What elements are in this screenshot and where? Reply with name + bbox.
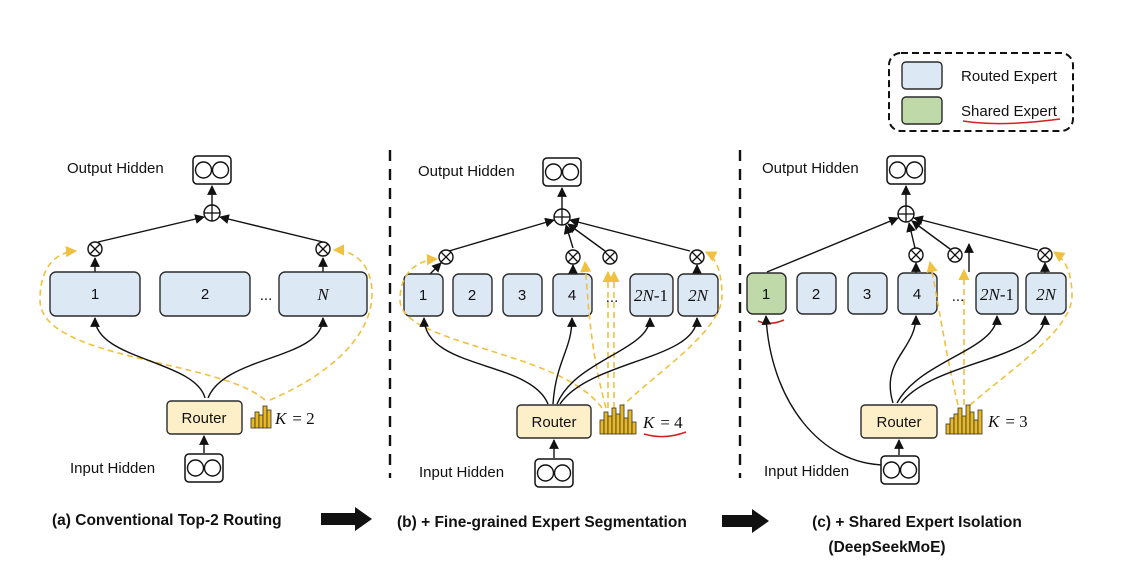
sum-operator-icon bbox=[897, 205, 915, 223]
expert-box bbox=[452, 273, 493, 317]
router-label: Router bbox=[531, 414, 576, 431]
expert-label: 4 bbox=[913, 286, 921, 303]
expert-box bbox=[629, 273, 674, 317]
expert-box bbox=[278, 271, 368, 317]
router-box bbox=[860, 404, 938, 439]
input-hidden-label: Input Hidden bbox=[70, 460, 155, 477]
gate-multiply-icon bbox=[87, 241, 103, 257]
ellipsis: ... bbox=[952, 288, 965, 305]
expert-label: 1 bbox=[91, 286, 99, 303]
caption-c-line1: (c) + Shared Expert Isolation bbox=[812, 514, 1022, 531]
expert-label: 3 bbox=[518, 287, 526, 304]
sum-operator-icon bbox=[203, 204, 221, 222]
shared-expert-box bbox=[746, 272, 787, 315]
k-value: K= 2 bbox=[274, 409, 315, 428]
expert-label: 2N-1 bbox=[980, 285, 1014, 304]
score-bars-icon bbox=[250, 405, 272, 429]
expert-box bbox=[847, 272, 888, 315]
router-label: Router bbox=[181, 410, 226, 427]
flow-arrow-icon bbox=[722, 509, 769, 533]
k-value: K= 3 bbox=[987, 412, 1028, 431]
output-hidden-icon bbox=[192, 155, 232, 185]
expert-label: 1 bbox=[419, 287, 427, 304]
legend-routed-label: Routed Expert bbox=[961, 68, 1058, 85]
caption-b: (b) + Fine-grained Expert Segmentation bbox=[397, 514, 687, 531]
gate-multiply-icon bbox=[908, 247, 924, 263]
caption-a: (a) Conventional Top-2 Routing bbox=[52, 512, 282, 529]
expert-box bbox=[159, 271, 251, 317]
output-hidden-icon bbox=[886, 155, 926, 185]
expert-label: 3 bbox=[863, 286, 871, 303]
ellipsis: ... bbox=[606, 289, 619, 306]
k-underline bbox=[643, 431, 687, 438]
expert-label: 2 bbox=[201, 286, 209, 303]
legend-routed-swatch bbox=[901, 61, 943, 90]
gate-multiply-icon bbox=[689, 249, 705, 265]
router-box bbox=[166, 400, 243, 435]
expert-box bbox=[1025, 272, 1067, 315]
expert-box bbox=[897, 272, 938, 315]
expert-label: 2 bbox=[468, 287, 476, 304]
legend-shared-swatch bbox=[901, 96, 943, 125]
expert-box bbox=[796, 272, 837, 315]
gate-multiply-icon bbox=[1037, 247, 1053, 263]
expert-label: 4 bbox=[568, 287, 576, 304]
input-hidden-icon bbox=[534, 458, 574, 488]
expert-label: 2 bbox=[812, 286, 820, 303]
expert-box bbox=[502, 273, 543, 317]
expert-box bbox=[49, 271, 141, 317]
output-hidden-icon bbox=[542, 157, 582, 187]
shared-expert-underline bbox=[757, 319, 785, 324]
expert-label: 1 bbox=[762, 286, 770, 303]
gate-multiply-icon bbox=[565, 249, 581, 265]
input-hidden-label: Input Hidden bbox=[419, 464, 504, 481]
expert-label: 2N bbox=[688, 286, 710, 305]
panel-b: Output Hidden 1 2 3 4 ... 2N-1 2N bbox=[397, 157, 769, 533]
ellipsis: ... bbox=[260, 287, 273, 304]
input-hidden-label: Input Hidden bbox=[764, 463, 849, 480]
caption-c-line2: (DeepSeekMoE) bbox=[828, 539, 945, 556]
panel-a: Output Hidden 1 2 ... N Router bbox=[39, 155, 373, 531]
output-hidden-label: Output Hidden bbox=[67, 160, 164, 177]
gate-multiply-icon bbox=[438, 249, 454, 265]
gate-multiply-icon bbox=[602, 249, 618, 265]
flow-arrow-icon bbox=[321, 507, 372, 531]
router-box bbox=[516, 404, 592, 439]
output-hidden-label: Output Hidden bbox=[762, 160, 859, 177]
input-hidden-icon bbox=[880, 455, 920, 485]
expert-label: 2N bbox=[1036, 285, 1058, 304]
expert-box bbox=[975, 272, 1019, 315]
expert-label: 2N-1 bbox=[634, 286, 668, 305]
input-hidden-icon bbox=[184, 453, 224, 483]
gate-multiply-icon bbox=[947, 247, 963, 263]
sum-operator-icon bbox=[553, 208, 571, 226]
expert-box bbox=[403, 273, 444, 317]
score-bars-icon bbox=[945, 404, 983, 435]
gate-multiply-icon bbox=[315, 241, 331, 257]
k-value: K= 4 bbox=[642, 413, 683, 432]
score-bars-icon bbox=[599, 404, 637, 435]
shared-label-underline bbox=[962, 118, 1061, 125]
legend: Routed Expert Shared Expert bbox=[888, 52, 1074, 132]
router-label: Router bbox=[876, 414, 921, 431]
output-hidden-label: Output Hidden bbox=[418, 163, 515, 180]
expert-label: N bbox=[316, 285, 330, 304]
expert-box bbox=[677, 273, 719, 317]
legend-shared-label: Shared Expert bbox=[961, 103, 1058, 120]
expert-box bbox=[552, 273, 593, 317]
panel-c: Output Hidden 1 2 3 4 ... 2N-1 2N bbox=[746, 155, 1073, 556]
